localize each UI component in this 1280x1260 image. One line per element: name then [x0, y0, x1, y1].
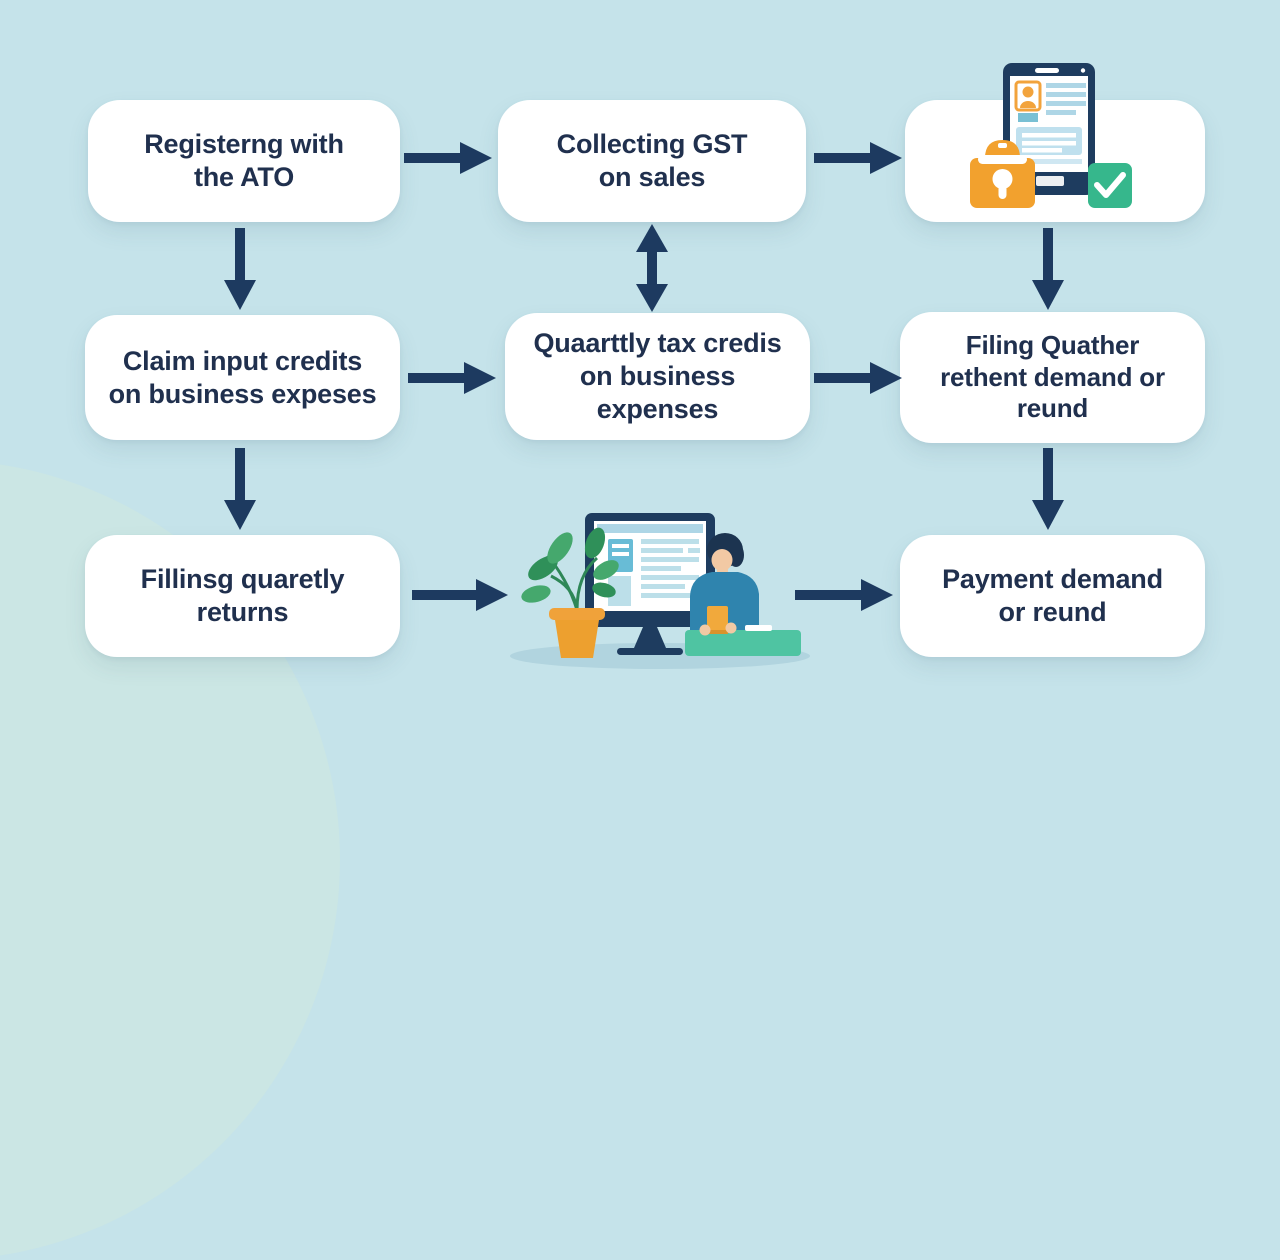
person-icon [690, 533, 759, 633]
registration-tablet-illustration [970, 63, 1132, 208]
arrow-register-to-collect [404, 142, 492, 174]
node-register: Registerng with the ATO [88, 100, 400, 222]
padlock-icon [970, 140, 1035, 208]
arrow-filing-to-payment [1032, 448, 1064, 530]
arrow-quarterly-to-filing [814, 362, 902, 394]
document-in-hand-icon [699, 606, 737, 636]
potted-plant-icon [521, 527, 619, 658]
node-returns-label: Fillinsg quaretly returns [140, 564, 345, 627]
node-filing: Filing Quather rethent demand or reund [900, 312, 1205, 443]
node-quarterly-label: Quaarttly tax credis on business expense… [533, 328, 782, 424]
node-collect: Collecting GST on sales [498, 100, 806, 222]
arrow-collect-quarterly-bidirectional [636, 224, 668, 312]
node-quarterly: Quaarttly tax credis on business expense… [505, 313, 810, 440]
arrow-computer-to-payment [795, 579, 893, 611]
arrow-returns-to-computer [412, 579, 508, 611]
node-collect-label: Collecting GST on sales [556, 129, 748, 192]
node-claim: Claim input credits on business expeses [85, 315, 400, 440]
arrow-claim-to-quarterly [408, 362, 496, 394]
node-returns: Fillinsg quaretly returns [85, 535, 400, 657]
node-payment: Payment demand or reund [900, 535, 1205, 657]
node-payment-label: Payment demand or reund [942, 564, 1163, 627]
arrow-claim-to-returns [224, 448, 256, 530]
arrow-collect-to-tablet [814, 142, 902, 174]
arrow-register-to-claim [224, 228, 256, 310]
node-register-label: Registerng with the ATO [144, 129, 344, 192]
tablet-icon [1003, 63, 1095, 195]
arrow-tablet-to-filing [1032, 228, 1064, 310]
desk-icon [685, 625, 801, 656]
node-filing-label: Filing Quather rethent demand or reund [940, 329, 1165, 424]
node-claim-label: Claim input credits on business expeses [108, 345, 377, 409]
person-at-computer-illustration [510, 513, 810, 669]
checkmark-icon [1088, 163, 1132, 208]
